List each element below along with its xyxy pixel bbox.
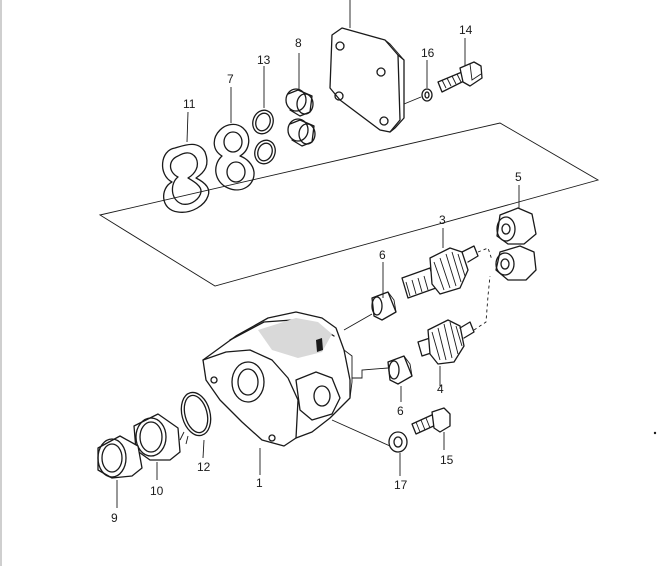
label-part-13: 13 (257, 53, 271, 67)
label-part-6-lower: 6 (397, 404, 404, 418)
upper-assembly-frame (98, 122, 600, 287)
part-5-roller-bushings (495, 207, 537, 281)
label-part-5: 5 (515, 170, 522, 184)
label-part-12: 12 (197, 460, 211, 474)
cover-plate (329, 27, 405, 133)
part-17-washer (388, 431, 408, 476)
part-6-lower-bushing (387, 355, 413, 385)
label-part-15: 15 (440, 453, 454, 467)
part-4-driven-gear (417, 319, 475, 365)
part-10-bushing (133, 413, 181, 480)
label-part-8: 8 (295, 36, 302, 50)
label-part-14: 14 (459, 23, 473, 37)
part-15-bolt (411, 407, 451, 450)
label-part-9: 9 (111, 511, 118, 525)
label-part-16: 16 (421, 46, 435, 60)
label-part-10: 10 (150, 484, 164, 498)
label-part-6-top: 6 (379, 248, 386, 262)
part-12-o-ring (179, 391, 212, 459)
part-6-top-bushing (371, 291, 397, 321)
part-7-double-ring-plate (213, 123, 255, 191)
part-3-drive-gear-shaft (401, 245, 479, 299)
part-9-bushing (97, 435, 143, 508)
label-part-1: 1 (256, 476, 263, 490)
part-1-pump-housing (202, 311, 353, 447)
label-part-7: 7 (227, 72, 234, 86)
label-part-4: 4 (437, 382, 444, 396)
part-14-bolt (437, 61, 483, 93)
part-8-bushings (285, 88, 316, 147)
label-part-3: 3 (439, 213, 446, 227)
part-16-washer (403, 88, 433, 105)
part-13-o-rings (252, 109, 276, 165)
label-part-11: 11 (183, 97, 196, 111)
part-11-figure-eight-seal (161, 143, 210, 213)
label-part-17: 17 (394, 478, 408, 492)
left-edge-divider (0, 0, 2, 566)
